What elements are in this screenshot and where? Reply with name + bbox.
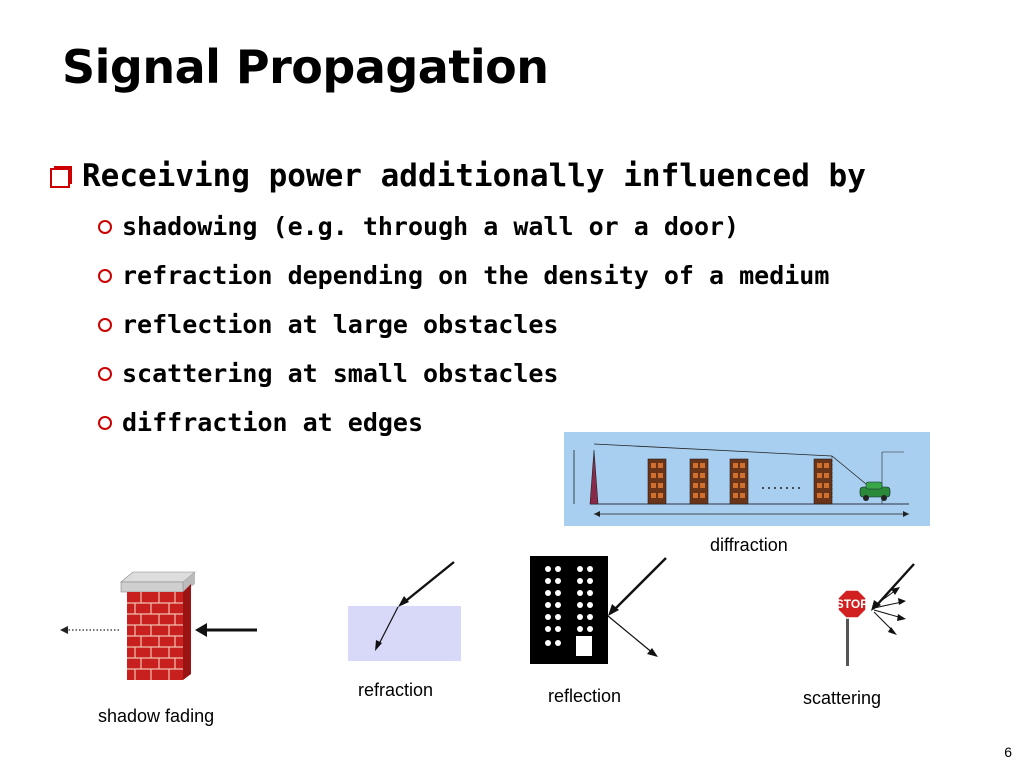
- refraction-caption: refraction: [358, 680, 434, 700]
- sub-bullet-scattering: scattering at small obstacles: [98, 359, 559, 388]
- reflection-figure: [530, 556, 667, 664]
- sub-bullet-text: scattering at small obstacles: [122, 359, 559, 388]
- sub-bullet-text: reflection at large obstacles: [122, 310, 559, 339]
- sub-bullet-text: diffraction at edges: [122, 408, 424, 437]
- diffraction-caption: diffraction: [710, 535, 788, 555]
- sub-bullet-reflection: reflection at large obstacles: [98, 310, 559, 339]
- circle-bullet-icon: [98, 317, 112, 332]
- sub-bullet-diffraction: diffraction at edges: [98, 408, 423, 437]
- circle-bullet-icon: [98, 415, 112, 430]
- sub-bullet-text: shadowing (e.g. through a wall or a door…: [122, 212, 740, 241]
- scattering-caption: scattering: [803, 688, 882, 708]
- main-bullet: Receiving power additionally influenced …: [50, 158, 866, 194]
- bullet-list: Receiving power additionally influenced …: [50, 158, 866, 437]
- stop-sign-text: STOP: [836, 597, 868, 611]
- diffraction-diagram: [564, 432, 930, 526]
- refraction-figure: [348, 561, 461, 661]
- shadow-fading-figure: [60, 571, 257, 680]
- sub-bullet-shadowing: shadowing (e.g. through a wall or a door…: [98, 212, 739, 241]
- main-bullet-text: Receiving power additionally influenced …: [82, 158, 866, 194]
- scattering-figure: STOP: [836, 563, 915, 666]
- sub-bullet-text: refraction depending on the density of a…: [122, 261, 830, 290]
- slide-title: Signal Propagation: [62, 40, 549, 94]
- sub-bullet-refraction: refraction depending on the density of a…: [98, 261, 829, 290]
- page-number: 6: [1004, 744, 1012, 760]
- reflection-caption: reflection: [548, 686, 622, 706]
- shadow-fading-caption: shadow fading: [98, 706, 215, 726]
- circle-bullet-icon: [98, 219, 112, 234]
- circle-bullet-icon: [98, 268, 112, 283]
- square-bullet-icon: [50, 168, 70, 188]
- circle-bullet-icon: [98, 366, 112, 381]
